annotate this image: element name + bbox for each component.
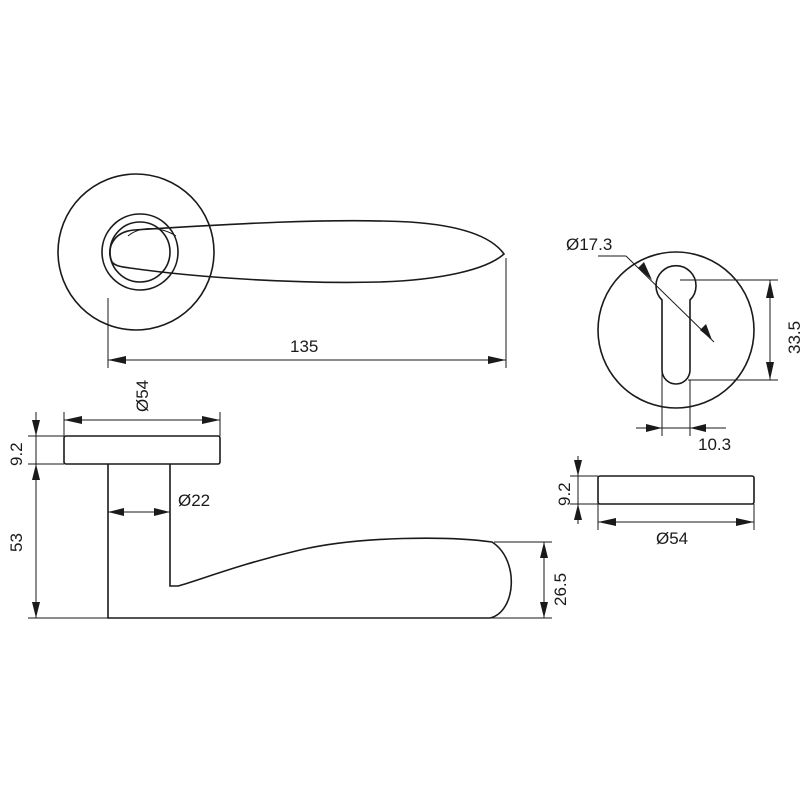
dimension-escutcheon-thickness-label: 9.2 xyxy=(555,482,574,506)
dimension-escutcheon-diameter: Ø54 xyxy=(597,504,755,548)
handle-side-view xyxy=(63,435,513,619)
dimension-escutcheon-thickness: 9.2 xyxy=(555,456,598,524)
dimension-53: 53 xyxy=(7,464,108,619)
dimension-135: 135 xyxy=(107,258,507,368)
lever-neck-line xyxy=(127,228,177,237)
dimension-135-label: 135 xyxy=(290,337,318,356)
dimension-cylinder-diameter-label: Ø17.3 xyxy=(566,235,612,254)
dimension-26-5: 26.5 xyxy=(490,541,570,619)
dimension-10-3-label: 10.3 xyxy=(698,435,731,454)
dimension-33-5: 33.5 xyxy=(680,279,800,381)
rose-inner-circle xyxy=(101,213,179,291)
dimension-spindle-diameter: Ø22 xyxy=(108,491,210,516)
dimension-rose-thickness-label: 9.2 xyxy=(7,442,26,466)
escutcheon-side-profile xyxy=(597,475,755,505)
cylinder-keyhole xyxy=(655,264,697,385)
lever-outline xyxy=(109,219,506,284)
neck-circle xyxy=(109,221,171,283)
escutcheon-circle xyxy=(597,251,755,409)
dimension-escutcheon-diameter-label: Ø54 xyxy=(656,529,688,548)
dimension-26-5-label: 26.5 xyxy=(551,573,570,606)
dimension-rose-diameter: Ø54 xyxy=(63,380,221,436)
handle-side-outline xyxy=(107,464,513,619)
dimension-cylinder-diameter: Ø17.3 xyxy=(566,235,715,343)
dimension-53-label: 53 xyxy=(7,533,26,552)
dimension-33-5-label: 33.5 xyxy=(785,321,800,354)
rose-side-profile xyxy=(63,435,221,465)
rose-outer-circle xyxy=(57,173,215,331)
lever-top-view xyxy=(57,173,506,331)
dimension-spindle-diameter-label: Ø22 xyxy=(178,491,210,510)
dimension-10-3: 10.3 xyxy=(636,370,731,454)
escutcheon-side-view xyxy=(597,475,755,505)
escutcheon-front-view xyxy=(597,251,755,409)
dimension-rose-diameter-label: Ø54 xyxy=(133,380,152,412)
